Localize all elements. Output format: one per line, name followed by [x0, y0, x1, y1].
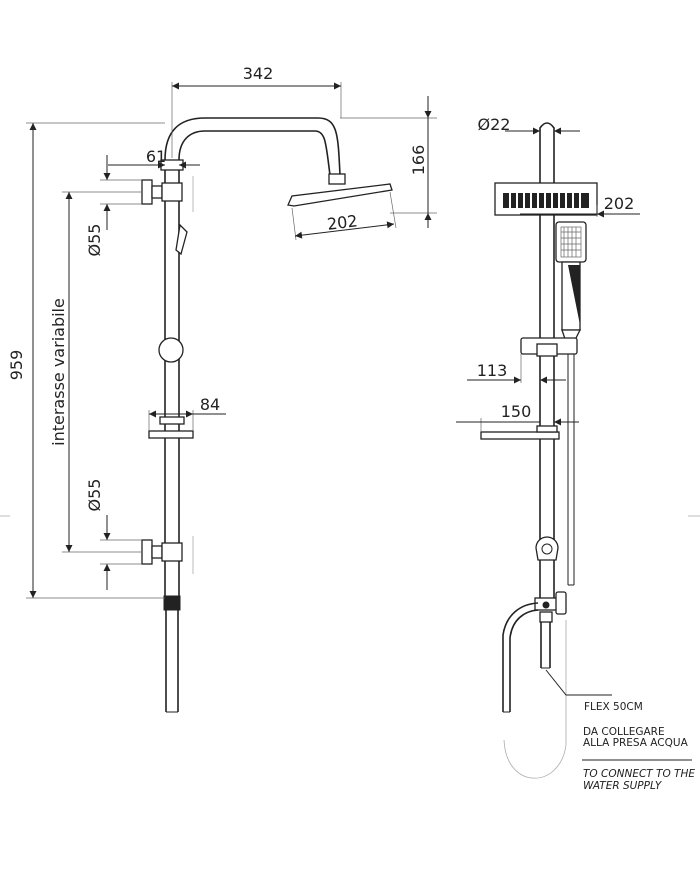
- side-shower-head: [494, 182, 598, 216]
- side-hose-right: [567, 354, 575, 586]
- dim-arm-offset: 61: [146, 147, 166, 166]
- front-upper-bracket: [141, 176, 194, 212]
- side-view: Ø22 202 113 150 FLEX 50CM DA COLLEGARE A…: [456, 115, 695, 792]
- side-hose-loop-outline: [503, 620, 567, 779]
- side-arm-stub: [539, 122, 555, 183]
- front-lower-bracket: [141, 536, 194, 574]
- dim-head-side: 202: [604, 194, 635, 213]
- dim-arm-height: 166: [409, 145, 428, 176]
- note-en-line2: WATER SUPPLY: [583, 780, 663, 792]
- dim-variable-spacing: interasse variabile: [49, 298, 68, 446]
- front-head-connector: [328, 173, 346, 185]
- side-supply-pipe: [540, 622, 551, 669]
- side-flex-hose: [502, 602, 539, 713]
- front-shower-arm: [164, 117, 345, 179]
- dim-shelf-front: 84: [200, 395, 220, 414]
- dim-head-size: 202: [326, 211, 359, 234]
- dim-slider-depth: 113: [477, 361, 508, 380]
- note-it-line2: ALLA PRESA ACQUA: [583, 737, 689, 749]
- note-en-line1: TO CONNECT TO THE: [583, 768, 695, 780]
- front-flex-hose: [165, 610, 179, 713]
- side-riser-pipe: [539, 215, 555, 600]
- flex-leader-line: [545, 669, 612, 696]
- dim-shelf-side: 150: [501, 402, 532, 421]
- side-hand-shower: [555, 221, 587, 343]
- dim-overall-height: 959: [7, 350, 26, 381]
- note-it-line1: DA COLLEGARE: [583, 726, 665, 738]
- front-shower-head: [287, 183, 393, 207]
- side-slider: [520, 337, 578, 357]
- dim-pipe-diameter: Ø22: [478, 115, 511, 134]
- side-lower-bracket: [535, 536, 559, 561]
- front-slider-knob: [158, 337, 184, 363]
- dim-bracket-upper: Ø55: [85, 224, 104, 257]
- dim-arm-length: 342: [243, 64, 274, 83]
- dim-bracket-lower: Ø55: [85, 479, 104, 512]
- front-soap-shelf: [148, 416, 194, 439]
- front-view: 342 166 202 61 959 Ø55 interasse variabi: [7, 64, 437, 713]
- front-riser-pipe: [164, 160, 180, 598]
- side-diverter: [534, 591, 567, 623]
- note-flex: FLEX 50CM: [584, 701, 643, 713]
- front-outlet: [163, 595, 181, 611]
- front-handshower-holder: [175, 223, 188, 256]
- side-soap-shelf: [480, 425, 560, 440]
